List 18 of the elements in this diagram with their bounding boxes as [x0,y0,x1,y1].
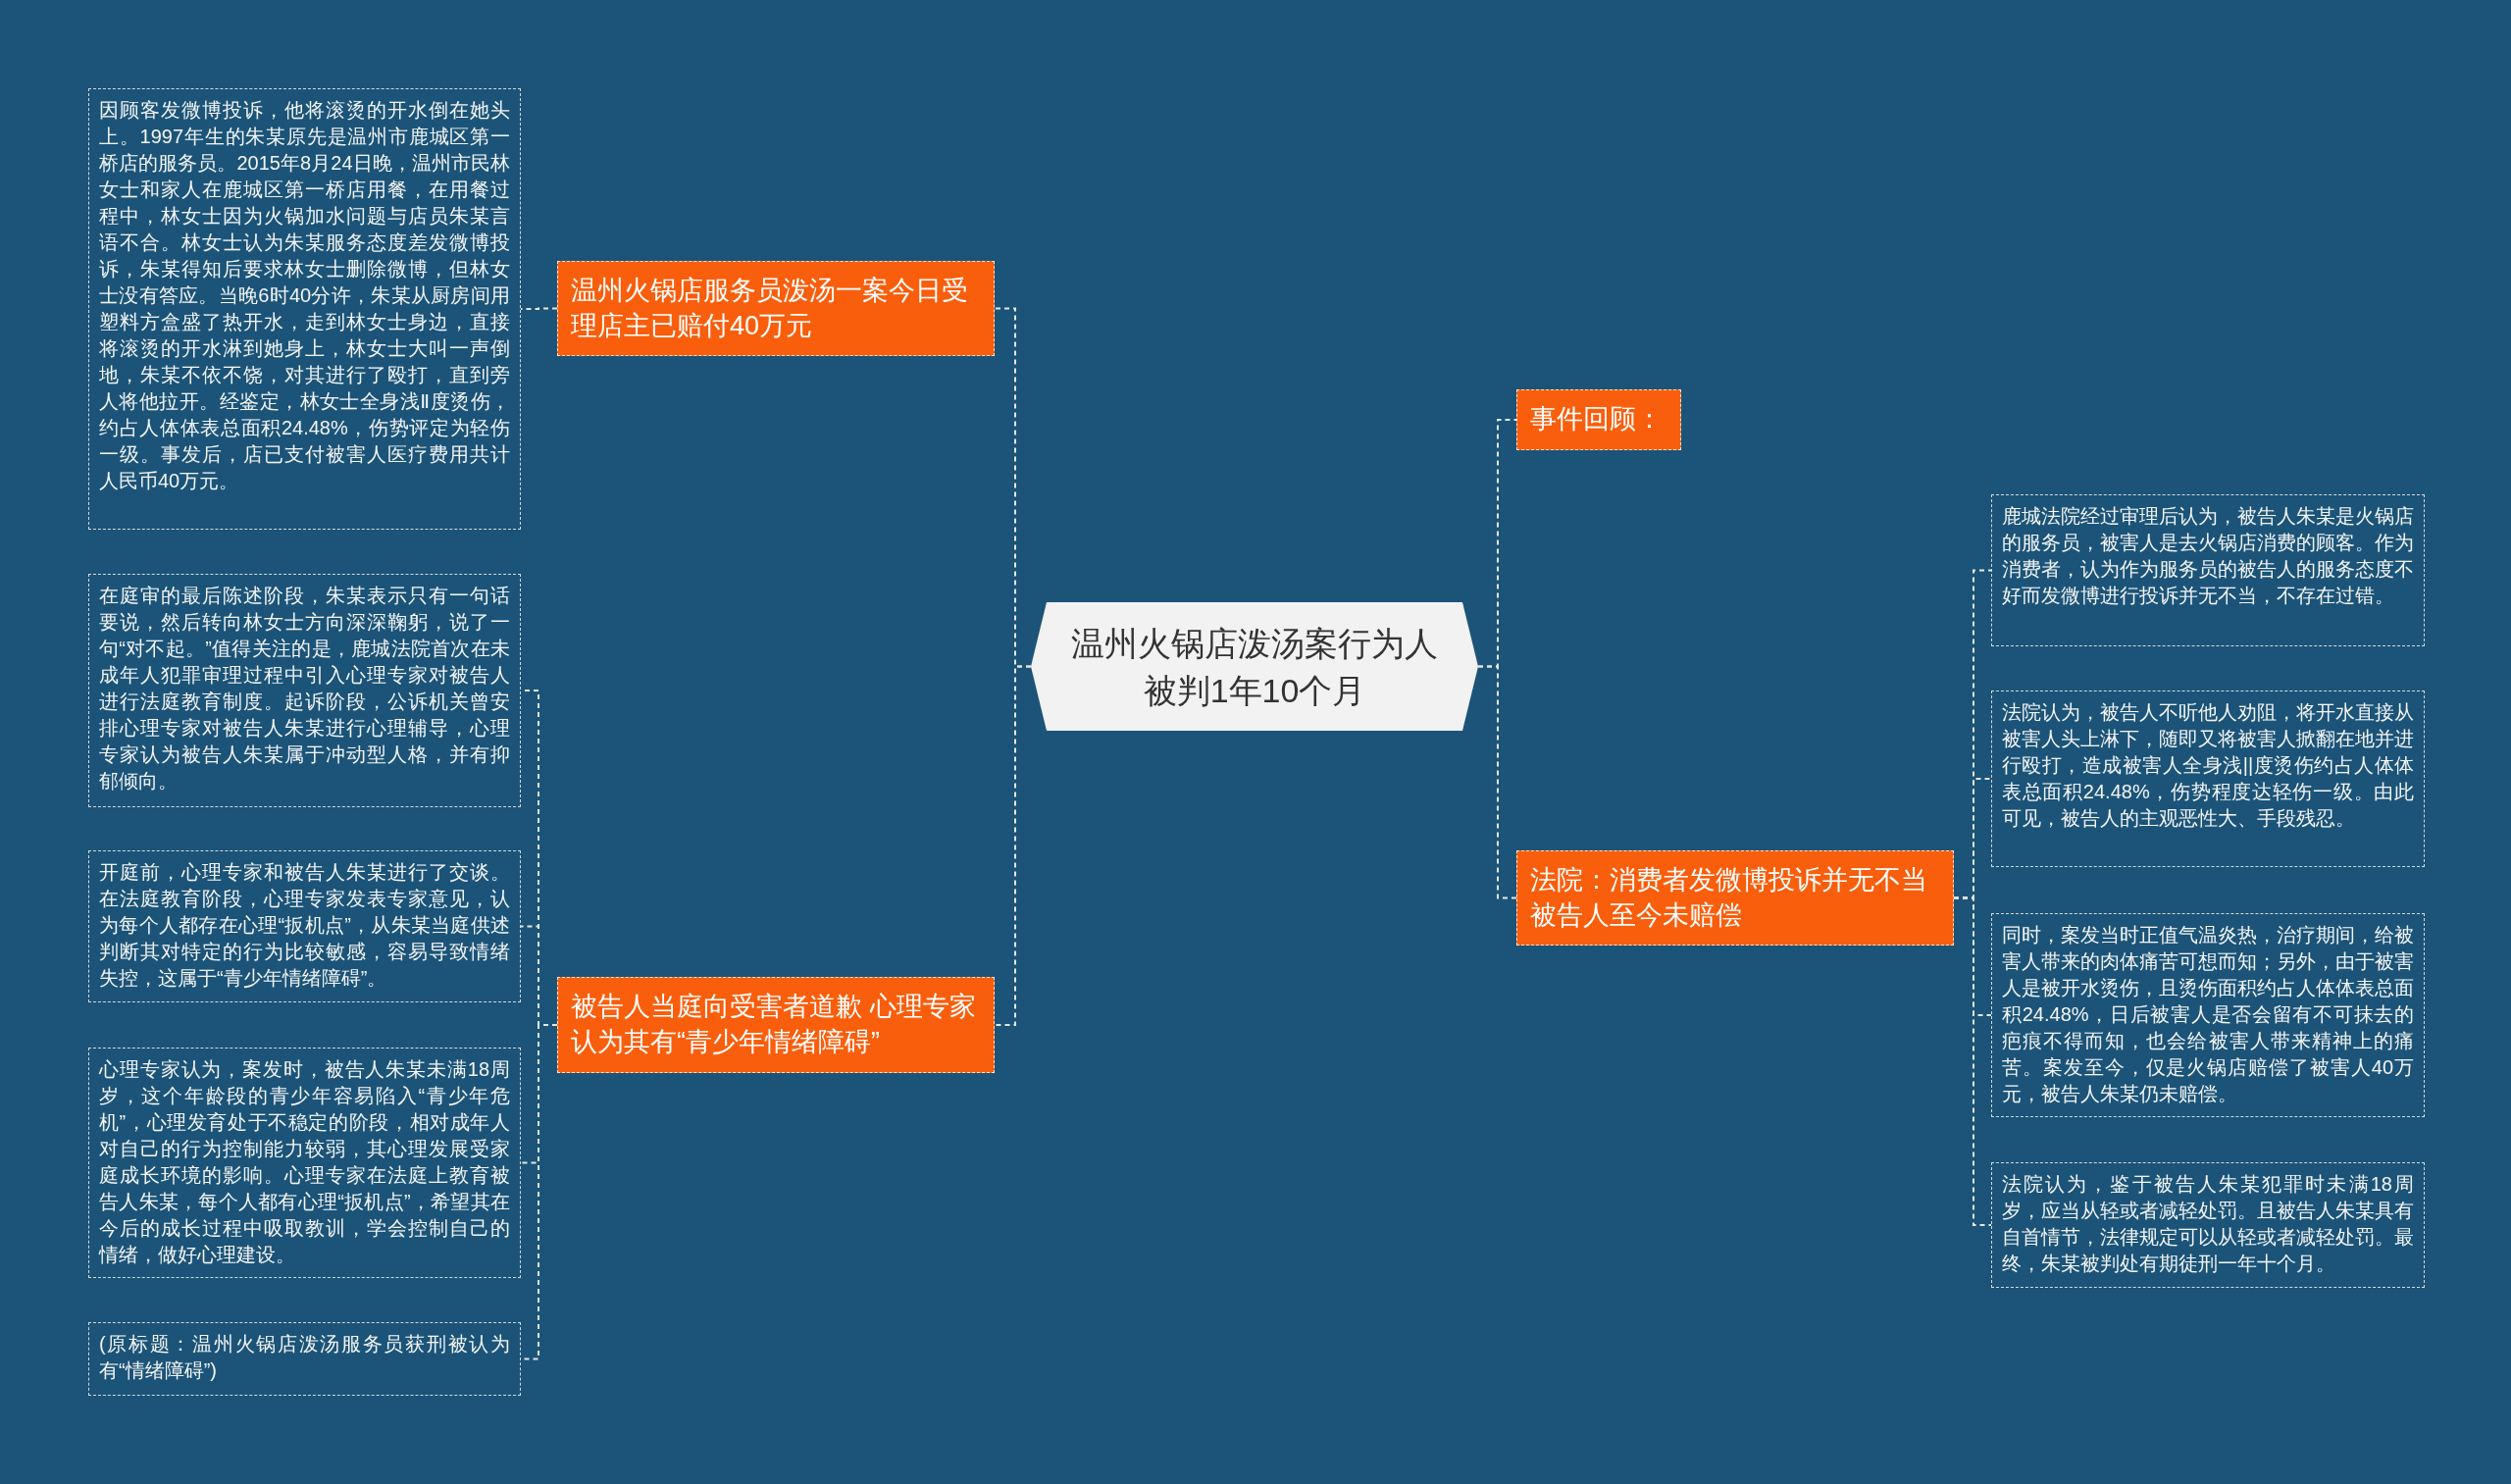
note-box: 法院认为，鉴于被告人朱某犯罪时未满18周岁，应当从轻或者减轻处罚。且被告人朱某具有自首情节，法律规定可以从轻或者减轻处罚。最终，朱某被判处有期徒刑一年十个月。 [1991,1162,2425,1288]
note-box: 在庭审的最后陈述阶段，朱某表示只有一句话要说，然后转向林女士方向深深鞠躬，说了一句“对不起。”值得关注的是，鹿城法院首次在未成年人犯罪审理过程中引入心理专家对被告人进行法庭教育制度。起诉阶段，公诉机关曾安排心理专家对被告人朱某进行心理辅导，心理专家认为被告人朱某属于冲动型人格，并有抑郁倾向。 [88,574,521,807]
note-box: 法院认为，被告人不听他人劝阻，将开水直接从被害人头上淋下，随即又将被害人掀翻在地并进行殴打，造成被害人全身浅||度烫伤约占人体体表总面积24.48%，伤势程度达轻伤一级。由此可见，被告人的主观恶性大、手段残忍。 [1991,691,2425,867]
note-box: 心理专家认为，案发时，被告人朱某未满18周岁，这个年龄段的青少年容易陷入“青少年危机”，心理发育处于不稳定的阶段，相对成年人对自己的行为控制能力较弱，其心理发展受家庭成长环境的影响。心理专家在法庭上教育被告人朱某，每个人都有心理“扳机点”，希望其在今后的成长过程中吸取教训，学会控制自己的情绪，做好心理建设。 [88,1048,521,1278]
connector-line [994,665,1032,1026]
note-box: 因顾客发微博投诉，他将滚烫的开水倒在她头上。1997年生的朱某原先是温州市鹿城区第一桥店的服务员。2015年8月24日晚，温州市民林女士和家人在鹿城区第一桥店用餐，在用餐过程中，林女士因为火锅加水问题与店员朱某言语不合。林女士认为朱某服务态度差发微博投诉，朱某得知后要求林女士删除微博，但林女士没有答应。当晚6时40分许，朱某从厨房间用塑料方盒盛了热开水，走到林女士身边，直接将滚烫的开水淋到她身上，林女士大叫一声倒地，朱某不依不饶，对其进行了殴打，直到旁人将他拉开。经鉴定，林女士全身浅Ⅱ度烫伤，约占人体体表总面积24.48%，伤势评定为轻伤一级。事发后，店已支付被害人医疗费用共计人民币40万元。 [88,88,521,530]
connector-line [520,307,558,310]
connector-line [1477,665,1517,899]
note-box: (原标题：温州火锅店泼汤服务员获刑被认为有“情绪障碍”) [88,1322,521,1396]
note-box: 同时，案发当时正值气温炎热，治疗期间，给被害人带来的肉体痛苦可想而知；另外，由于被害人是被开水烫伤，且烫伤面积约占人体体表总面积24.48%，日后被害人是否会留有不可抹去的疤痕不得而知，也会给被害人带来精神上的痛苦。案发至今，仅是火锅店赔偿了被害人40万元，被告人朱某仍未赔偿。 [1991,913,2425,1117]
note-box: 鹿城法院经过审理后认为，被告人朱某是火锅店的服务员，被害人是去火锅店消费的顾客。作为消费者，认为作为服务员的被告人的服务态度不好而发微博进行投诉并无不当，不存在过错。 [1991,494,2425,646]
note-box: 开庭前，心理专家和被告人朱某进行了交谈。在法庭教育阶段，心理专家发表专家意见，认为每个人都存在心理“扳机点”，从朱某当庭供述判断其对特定的行为比较敏感，容易导致情绪失控，这属于“青少年情绪障碍”。 [88,850,521,1002]
topic-box: 被告人当庭向受害者道歉 心理专家认为其有“青少年情绪障碍” [557,977,995,1073]
central-topic: 温州火锅店泼汤案行为人被判1年10个月 [1031,602,1478,731]
topic-box: 温州火锅店服务员泼汤一案今日受理店主已赔付40万元 [557,261,995,356]
topic-box: 事件回顾： [1516,389,1681,450]
connector-line [1953,896,1992,1226]
topic-box: 法院：消费者发微博投诉并无不当被告人至今未赔偿 [1516,850,1954,946]
